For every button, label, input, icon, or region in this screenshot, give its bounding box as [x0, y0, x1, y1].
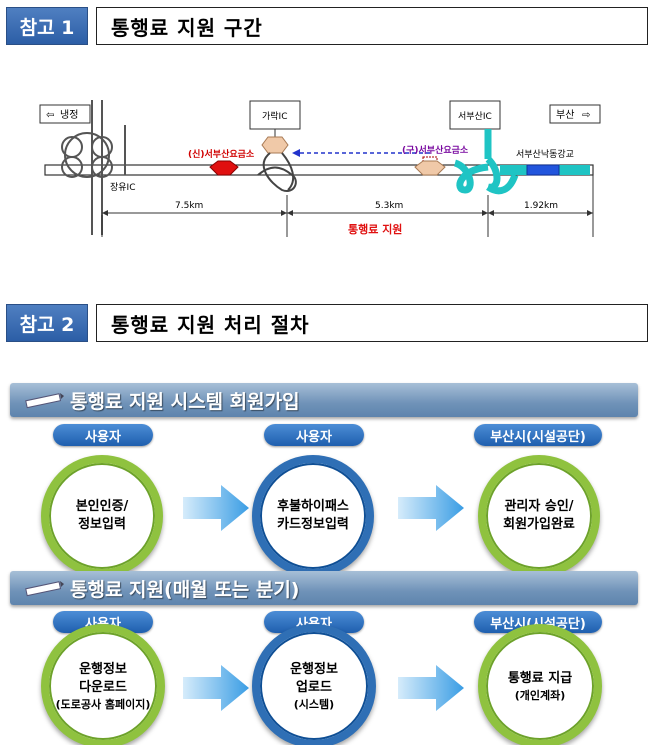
- process2-step-3-line2: (개인계좌): [514, 688, 566, 702]
- section2-title: 통행료 지원 처리 절차: [96, 304, 648, 342]
- gaerak-interchange: [257, 152, 297, 192]
- distance-2: 5.3km: [375, 201, 403, 211]
- route-map-svg: ⇦ 냉정 장유IC (신)서부산요금소 가락IC (구)서부산요금소 서부산IC: [39, 100, 601, 237]
- process2-step-3: 통행료 지급 (개인계좌): [478, 624, 602, 745]
- process1-step-3-line1: 관리자 승인/: [504, 499, 574, 514]
- old-tollgate-icon: [414, 160, 446, 176]
- process2-title: 통행료 지원(매월 또는 분기): [70, 578, 300, 601]
- seobusan-ic-label: 서부산IC: [458, 111, 492, 122]
- process1-role-1: 사용자: [53, 424, 153, 446]
- process1-step-1: 본인인증/ 정보입력: [41, 455, 163, 577]
- route-map: ⇦ 냉정 장유IC (신)서부산요금소 가락IC (구)서부산요금소 서부산IC: [30, 95, 630, 255]
- right-arrow-icon: ⇨: [582, 110, 590, 121]
- process1-role-2: 사용자: [264, 424, 364, 446]
- process2-step-2-line3: (시스템): [293, 697, 335, 711]
- support-section-label: 통행료 지원: [348, 222, 402, 236]
- gaerak-ic-label: 가락IC: [262, 110, 288, 122]
- distance-markers: [101, 175, 594, 237]
- left-arrow-icon: ⇦: [46, 110, 54, 121]
- process1-step-2: 후불하이패스 카드정보입력: [252, 455, 374, 577]
- arrow-right-icon: [183, 665, 249, 711]
- bridge-label: 서부산낙동강교: [516, 149, 574, 160]
- section1-title: 통행료 지원 구간: [96, 7, 648, 45]
- process1-role-3: 부산시(시설공단): [474, 424, 602, 446]
- section1-header: 참고 1 통행료 지원 구간: [6, 7, 648, 45]
- arrow-right-icon: [398, 485, 464, 531]
- highway: [44, 164, 594, 176]
- process2-step-1-line3: (도로공사 홈페이지): [55, 697, 151, 711]
- bridge-icon: [526, 164, 560, 176]
- arrow-right-icon: [183, 485, 249, 531]
- process2-step-1: 운행정보 다운로드 (도로공사 홈페이지): [41, 624, 165, 745]
- left-direction-label: 냉정: [60, 109, 78, 121]
- old-tollgate-label: (구)서부산요금소: [402, 144, 469, 156]
- process1-banner: 통행료 지원 시스템 회원가입: [10, 383, 638, 417]
- pencil-icon: [25, 393, 64, 409]
- section1-badge: 참고 1: [6, 7, 88, 45]
- gaerak-tollgate-icon: [261, 136, 289, 154]
- process1-step-3-line2: 회원가입완료: [503, 517, 575, 532]
- seobusan-ic-box: [449, 100, 501, 130]
- process1-step-1-line1: 본인인증/: [75, 499, 129, 514]
- process2-step-1-line1: 운행정보: [79, 661, 127, 677]
- process1-title: 통행료 지원 시스템 회원가입: [70, 390, 300, 413]
- process1-step-2-line1: 후불하이패스: [277, 499, 349, 514]
- distance-3: 1.92km: [524, 201, 558, 211]
- distance-1: 7.5km: [175, 201, 203, 211]
- pencil-icon: [25, 581, 64, 597]
- process2-step-2: 운행정보 업로드 (시스템): [252, 624, 376, 745]
- section2-header: 참고 2 통행료 지원 처리 절차: [6, 304, 648, 342]
- process2-step-1-line2: 다운로드: [79, 679, 127, 695]
- right-direction-sign: [549, 104, 601, 124]
- process2-step-2-line2: 업로드: [296, 679, 332, 695]
- process1-step-1-line2: 정보입력: [78, 517, 126, 532]
- jangyu-ic-label: 장유IC: [110, 182, 136, 193]
- new-tollgate-icon: [209, 160, 239, 176]
- new-tollgate-label: (신)서부산요금소: [188, 148, 255, 160]
- arrow-right-icon: [398, 665, 464, 711]
- gaerak-ic-box: [249, 100, 301, 130]
- process1-step-3: 관리자 승인/ 회원가입완료: [478, 455, 600, 577]
- right-direction-label: 부산: [556, 109, 574, 121]
- section2-badge: 참고 2: [6, 304, 88, 342]
- process2-step-3-line1: 통행료 지급: [507, 670, 573, 686]
- left-direction-sign: [39, 104, 91, 124]
- process2-step-2-line1: 운행정보: [290, 661, 338, 677]
- process1-step-2-line2: 카드정보입력: [277, 517, 349, 532]
- process2-banner: 통행료 지원(매월 또는 분기): [10, 571, 638, 605]
